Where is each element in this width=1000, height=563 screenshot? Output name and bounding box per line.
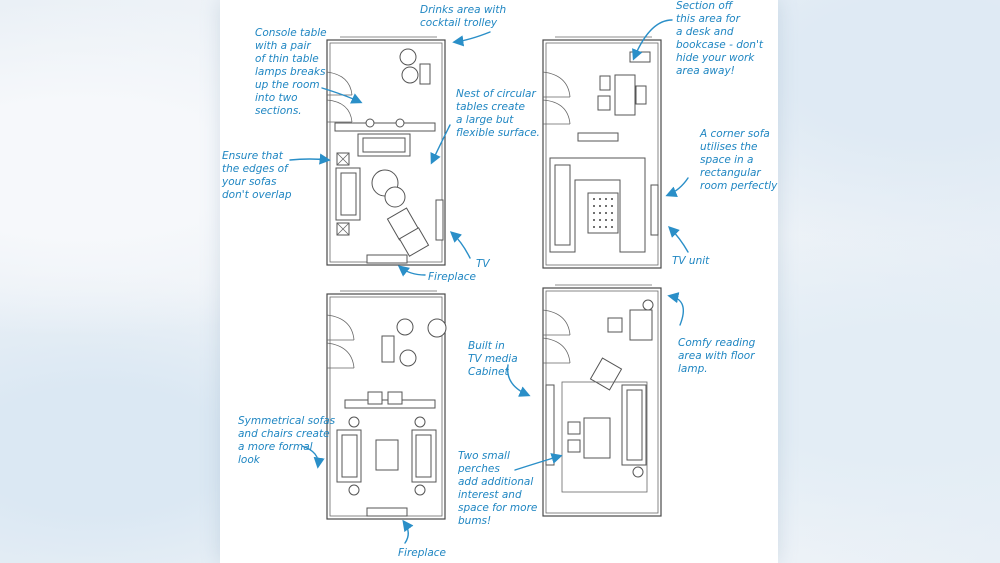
annotation-tv-unit: TV unit [672, 255, 710, 267]
annotation-built-in-tv: Built in TV media Cabinet [468, 340, 518, 378]
annotation-drinks-area: Drinks area with cocktail trolley [420, 4, 507, 29]
annotation-fireplace-top: Fireplace [428, 271, 476, 283]
floor-plan-3 [326, 290, 447, 520]
annotation-corner-sofa: A corner sofa utilises the space in a re… [700, 128, 778, 192]
annotation-comfy-reading: Comfy reading area with floor lamp. [678, 337, 756, 375]
fireplace [366, 254, 408, 264]
door [542, 71, 571, 125]
desk [614, 74, 636, 116]
floor-plan-1 [326, 36, 446, 266]
door [326, 314, 355, 369]
bookcase [629, 51, 651, 63]
coffee-table [375, 439, 399, 471]
fireplace [366, 507, 408, 517]
corner-sofa [549, 157, 646, 253]
armchair [589, 357, 623, 391]
coffee-table [583, 417, 611, 459]
annotation-two-perches: Two small perches add additional interes… [458, 450, 538, 527]
annotation-sofa-edges: Ensure that the edges of your sofas don'… [222, 150, 292, 201]
tv-unit [650, 184, 659, 236]
annotation-fireplace-bottom: Fireplace [398, 547, 446, 559]
tv-media-cabinet [545, 384, 555, 466]
annotation-console-table: Console table with a pair of thin table … [255, 27, 327, 117]
perch [567, 439, 581, 453]
floor-plan-2 [542, 36, 662, 269]
perch [567, 421, 581, 435]
ottoman [587, 192, 619, 234]
annotation-nest-tables: Nest of circular tables create a large b… [456, 88, 540, 139]
paper-sheet [220, 0, 778, 563]
cocktail-trolley [399, 48, 417, 66]
tv [435, 199, 444, 241]
console-table [334, 122, 436, 132]
floor-plan-4 [542, 284, 662, 517]
door [326, 71, 353, 123]
annotation-tv: TV [476, 258, 490, 270]
annotation-section-off: Section off this area for a desk and boo… [676, 0, 763, 77]
annotation-symmetrical-sofas: Symmetrical sofas and chairs create a mo… [238, 415, 336, 466]
reading-chair [629, 309, 653, 341]
annotation-arrows [289, 19, 689, 544]
door [542, 309, 571, 364]
floor-lamp [642, 299, 654, 311]
